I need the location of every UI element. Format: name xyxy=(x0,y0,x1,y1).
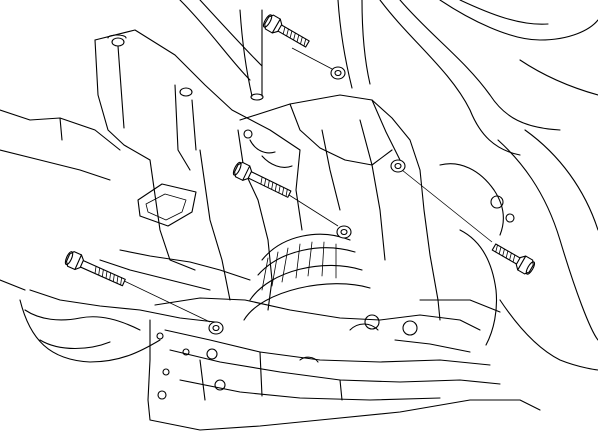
bolt-holes xyxy=(208,66,406,335)
bolt-hole-right xyxy=(390,159,406,173)
oil-pan xyxy=(147,163,541,431)
bolt-hole-top xyxy=(330,66,346,80)
bolt-left xyxy=(64,251,126,287)
rectangular-boss xyxy=(137,183,197,227)
bolt-top xyxy=(262,14,310,48)
transaxle-housing xyxy=(0,94,441,363)
bolt-hole-middle xyxy=(336,225,352,239)
upper-left-housing xyxy=(0,29,301,181)
bolt-right xyxy=(491,243,536,275)
background-hoses xyxy=(179,0,598,371)
bolt-hole-left xyxy=(208,321,224,335)
converter-housing xyxy=(243,233,371,321)
bolt-middle xyxy=(232,161,292,198)
